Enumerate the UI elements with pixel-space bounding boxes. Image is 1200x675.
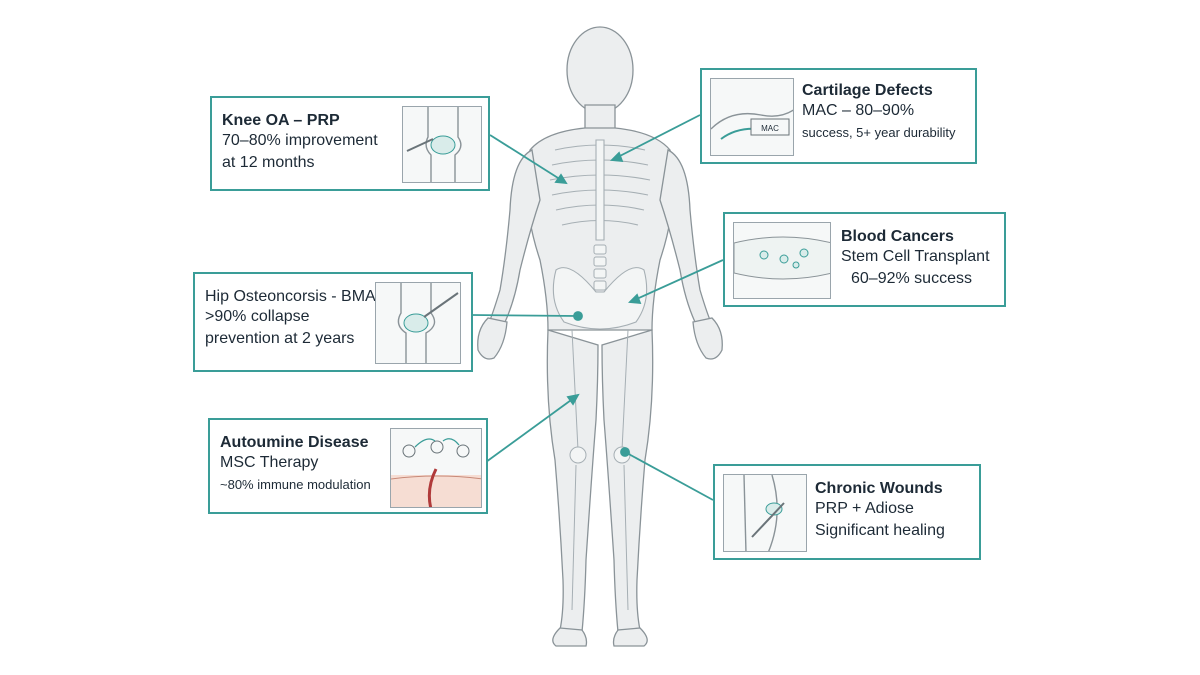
immune-cell-illustration bbox=[390, 428, 482, 508]
callout-cartilage: MAC Cartilage Defects MAC – 80–90% succe… bbox=[700, 68, 977, 164]
callout-line: ~80% immune modulation bbox=[220, 477, 371, 492]
callout-title: Autoumine Disease bbox=[220, 434, 369, 451]
callout-line: prevention at 2 years bbox=[205, 330, 355, 347]
wound-injection-illustration bbox=[723, 474, 807, 552]
callout-line: >90% collapse bbox=[205, 308, 310, 325]
knee-injection-illustration bbox=[402, 106, 482, 183]
skeleton-spine bbox=[593, 244, 607, 291]
cartilage-illustration: MAC bbox=[710, 78, 794, 156]
callout-title: Blood Cancers bbox=[841, 228, 954, 245]
callout-title: Hip Osteoncorsis - BMAC bbox=[205, 288, 388, 305]
callout-line: MSC Therapy bbox=[220, 454, 319, 471]
callout-line: success, 5+ year durability bbox=[802, 125, 956, 140]
callout-line: MAC – 80–90% bbox=[802, 102, 915, 119]
bone-marrow-illustration bbox=[733, 222, 831, 299]
callout-blood-cancers: Blood Cancers Stem Cell Transplant 60–92… bbox=[723, 212, 1006, 307]
callout-line: Stem Cell Transplant bbox=[841, 248, 990, 265]
callout-line: at 12 months bbox=[222, 154, 315, 171]
hip-injection-illustration bbox=[375, 282, 461, 364]
callout-autoimmune: Autoumine Disease MSC Therapy ~80% immun… bbox=[208, 418, 488, 514]
connector-lines bbox=[471, 114, 724, 501]
callout-hip: Hip Osteoncorsis - BMAC >90% collapse pr… bbox=[193, 272, 473, 372]
body-silhouette bbox=[477, 26, 723, 647]
callout-title: Chronic Wounds bbox=[815, 480, 943, 497]
callout-title: Knee OA – PRP bbox=[222, 112, 340, 129]
callout-line: PRP + Adiose bbox=[815, 500, 914, 517]
callout-line: 60–92% success bbox=[851, 270, 972, 287]
callout-title: Cartilage Defects bbox=[802, 82, 933, 99]
callout-chronic-wounds: Chronic Wounds PRP + Adiose Significant … bbox=[713, 464, 981, 560]
callout-line: Significant healing bbox=[815, 522, 945, 539]
callout-line: 70–80% improvement bbox=[222, 132, 378, 149]
cartilage-image-label: MAC bbox=[761, 124, 779, 133]
callout-knee-oa: Knee OA – PRP 70–80% improvement at 12 m… bbox=[210, 96, 490, 191]
